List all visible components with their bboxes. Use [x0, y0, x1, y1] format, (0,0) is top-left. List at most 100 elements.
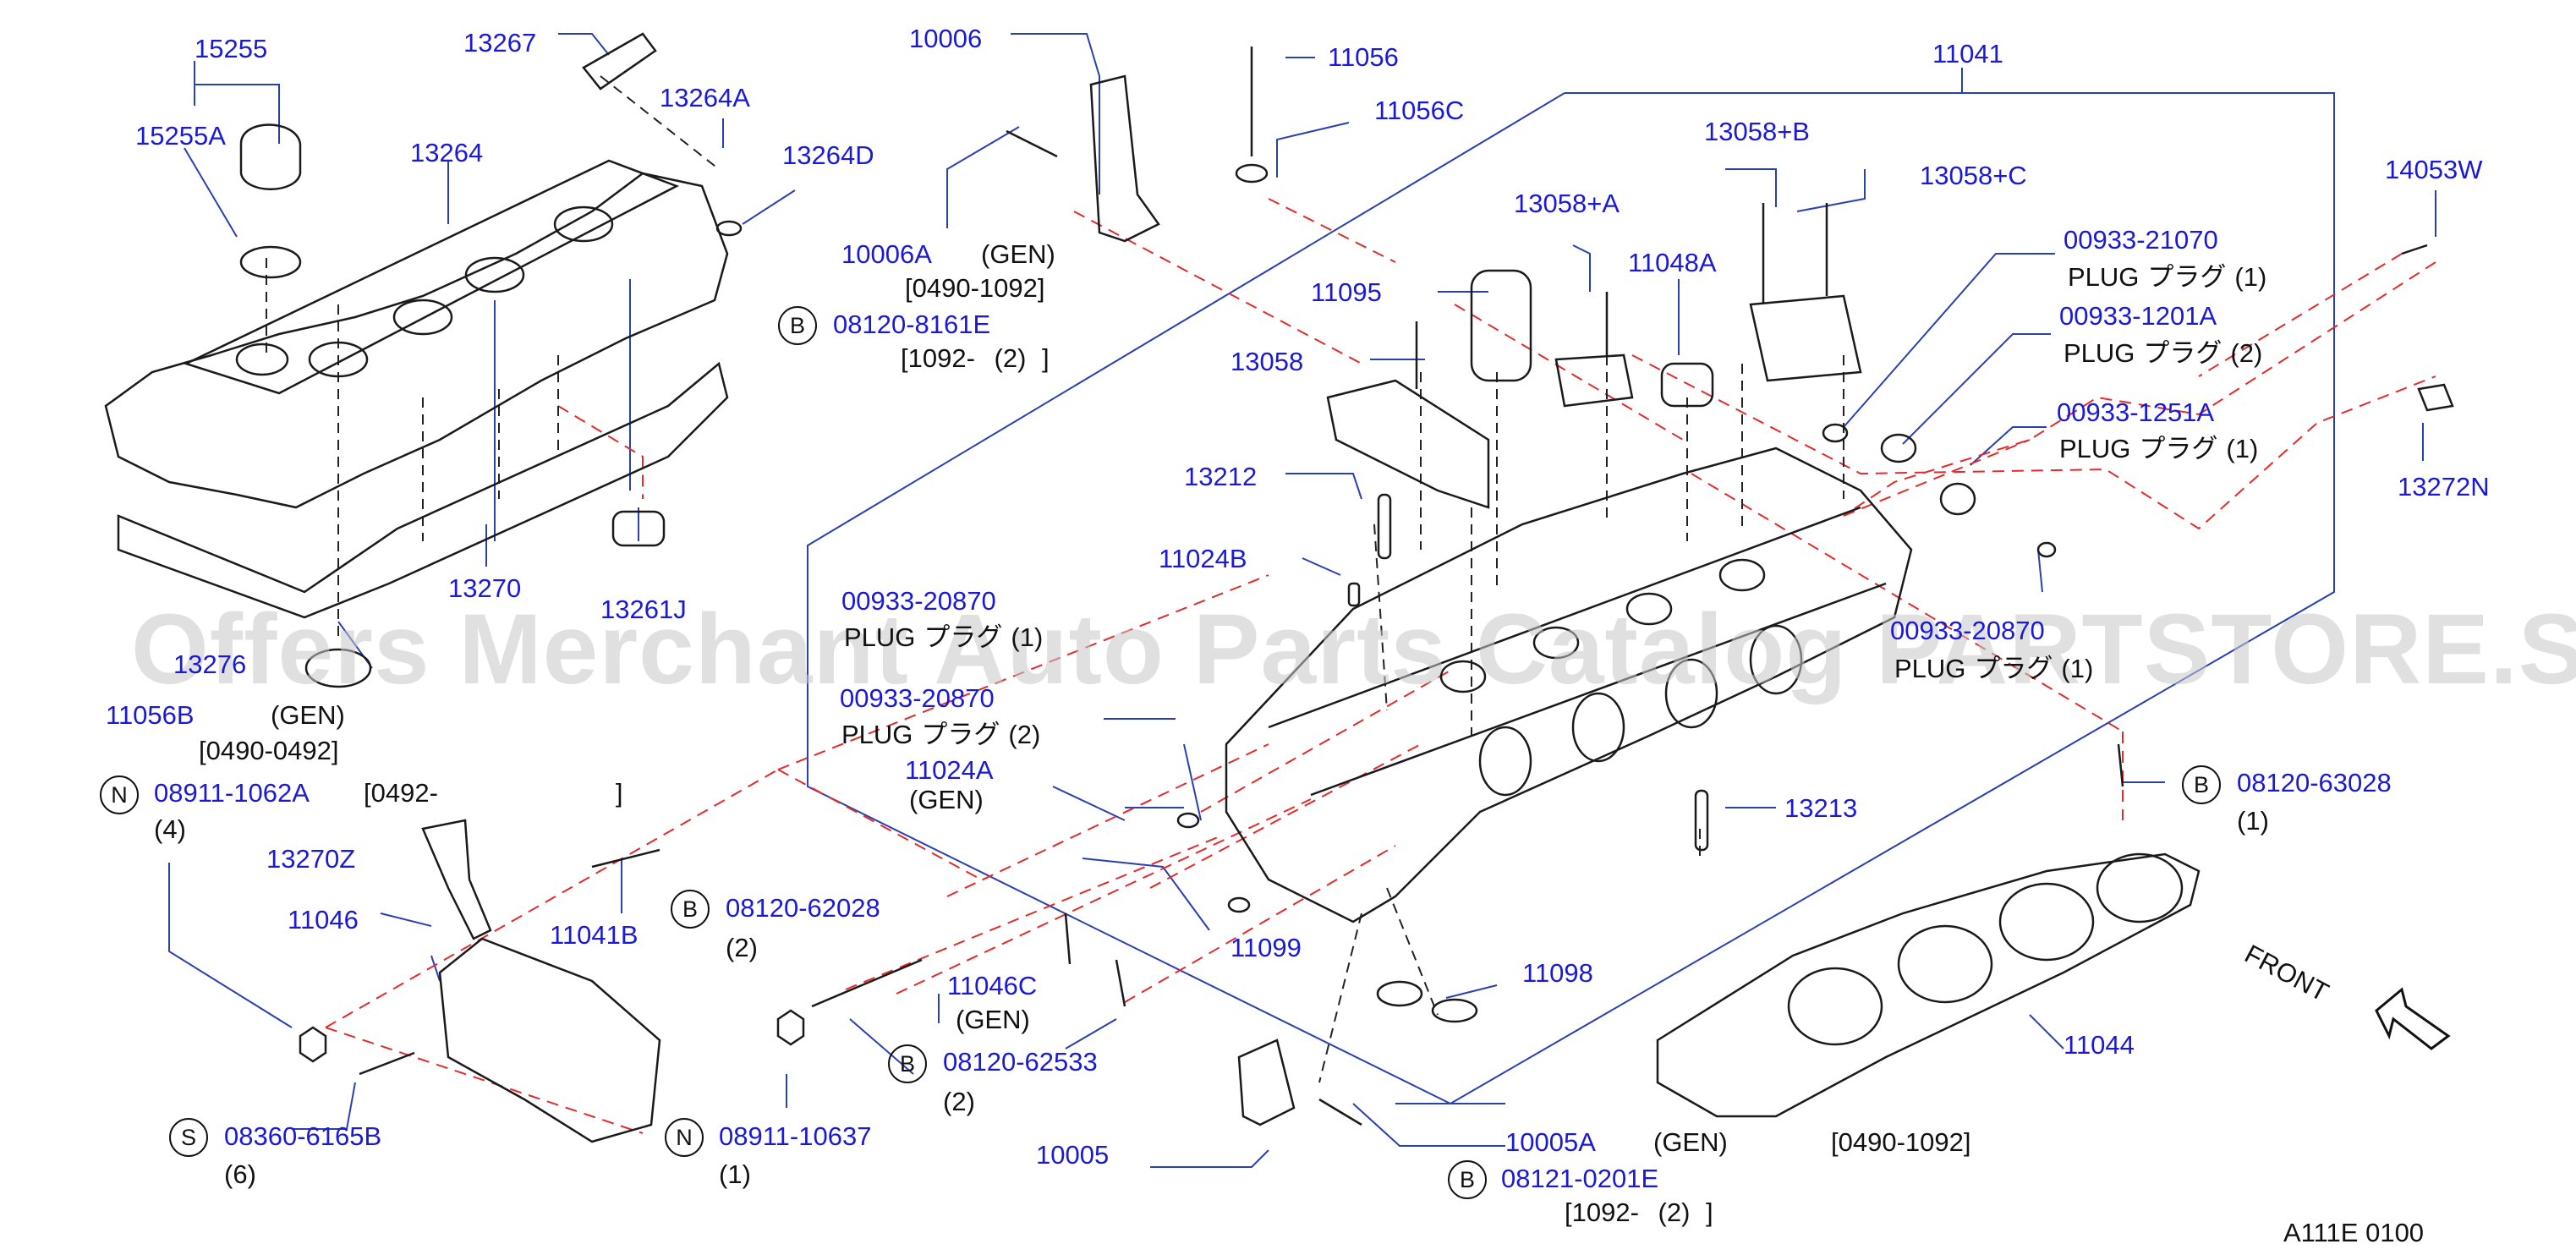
part-label-00933-21070[interactable]: 00933-21070 [2064, 225, 2218, 255]
front-arrow-icon [2375, 987, 2451, 1050]
part-label-11099[interactable]: 11099 [1230, 933, 1302, 962]
part-label-13270Z[interactable]: 13270Z [266, 844, 356, 874]
red-dashed-lines [325, 198, 2436, 1134]
bracket-10006 [1089, 74, 1160, 243]
part-label-11046[interactable]: 11046 [288, 905, 359, 934]
range-10005A: [0490-1092] [1831, 1127, 1971, 1157]
part-label-13264[interactable]: 13264 [410, 138, 484, 167]
part-label-11048A[interactable]: 11048A [1628, 248, 1717, 277]
part-label-13213[interactable]: 13213 [1784, 793, 1858, 823]
part-label-11056B[interactable]: 11056B [106, 700, 195, 730]
part-label-13270[interactable]: 13270 [448, 573, 522, 603]
part-label-13264A[interactable]: 13264A [660, 83, 750, 112]
head-gasket-11044 [1656, 852, 2201, 1118]
qty-08120-62533: (2) [943, 1087, 975, 1116]
part-label-13212[interactable]: 13212 [1184, 462, 1258, 491]
grommet-13261J [611, 510, 666, 547]
part-label-08120-8161E[interactable]: 08120-8161E [833, 310, 991, 339]
rocker-cover-gasket [117, 361, 729, 619]
part-label-13276[interactable]: 13276 [173, 649, 247, 679]
leader-lines [168, 33, 2436, 1168]
part-label-15255A[interactable]: 15255A [135, 121, 226, 151]
part-label-11056[interactable]: 11056 [1328, 42, 1399, 72]
part-label-13267[interactable]: 13267 [463, 28, 537, 58]
part-label-15255[interactable]: 15255 [195, 34, 268, 63]
circle-n-icon: N [665, 1118, 704, 1157]
part-label-08911-1062A[interactable]: 08911-1062A [154, 778, 310, 808]
part-label-14053W[interactable]: 14053W [2385, 155, 2483, 184]
bolt-08120-62533 [1115, 959, 1126, 1007]
watermark: Offers Merchant Auto Parts Catalog PARTS… [131, 594, 2576, 705]
part-label-13272N[interactable]: 13272N [2398, 472, 2490, 501]
part-label-11098[interactable]: 11098 [1522, 958, 1593, 988]
part-label-08120-62028[interactable]: 08120-62028 [726, 893, 880, 923]
part-label-11044[interactable]: 11044 [2064, 1030, 2135, 1060]
part-label-08360-6165B[interactable]: 08360-6165B [224, 1121, 382, 1151]
part-label-11056C[interactable]: 11056C [1374, 96, 1465, 125]
diagram-code: A111E 0100 [2283, 1218, 2425, 1247]
part-label-11095[interactable]: 11095 [1311, 277, 1382, 307]
part-label-08121-0201E[interactable]: 08121-0201E [1501, 1164, 1659, 1193]
part-label-11024A[interactable]: 11024A [905, 755, 994, 785]
range-08911-1062A: [0492-] [364, 778, 623, 808]
circle-b-icon: B [888, 1044, 927, 1083]
pcv-tube [582, 32, 657, 90]
range-08121-0201E: [1092- (2) ] [1565, 1197, 1713, 1227]
part-label-13264D[interactable]: 13264D [782, 140, 874, 170]
cam-bracket-13058BC [1749, 294, 1862, 382]
part-label-10006A[interactable]: 10006A [841, 239, 932, 269]
part-label-08120-62533[interactable]: 08120-62533 [943, 1047, 1098, 1077]
qty-08120-62028: (2) [726, 933, 758, 962]
part-label-13058[interactable]: 13058 [1230, 347, 1304, 376]
note-11046C: (GEN) [956, 1005, 1030, 1034]
bolt-08360 [359, 1051, 415, 1076]
part-label-00933-20870-a[interactable]: 00933-20870 [841, 586, 996, 616]
lash-adjuster-11095 [1470, 269, 1532, 382]
circle-n-icon: N [100, 775, 139, 814]
circle-b-icon: B [2182, 765, 2221, 804]
note-11056B: (GEN) [271, 700, 345, 730]
cam-bracket-13058A [1554, 353, 1634, 408]
qty-08120-63028: (1) [2237, 806, 2269, 836]
bracket-10005 [1237, 1039, 1296, 1126]
bolt-08120-62028 [1064, 912, 1072, 965]
part-label-13058-a[interactable]: 13058+A [1514, 189, 1620, 218]
circle-b-icon: B [1448, 1160, 1487, 1199]
part-label-13261J[interactable]: 13261J [600, 595, 687, 624]
circle-b-icon: B [778, 306, 817, 345]
seal-11048A [1660, 362, 1714, 408]
part-label-13058-c[interactable]: 13058+C [1920, 161, 2027, 190]
qty-08911-10637: (1) [719, 1159, 751, 1189]
circle-s-icon: S [169, 1118, 208, 1157]
part-label-11046C[interactable]: 11046C [947, 971, 1038, 1000]
note-10006A: (GEN) [981, 239, 1055, 269]
range-11056B: [0490-0492] [199, 736, 339, 765]
hose-13270Z [421, 819, 492, 940]
rocker-cover [104, 172, 729, 509]
part-label-00933-20870-b[interactable]: 00933-20870 [840, 683, 995, 713]
part-label-00933-1201A[interactable]: 00933-1201A [2059, 301, 2217, 331]
part-label-00933-20870-c[interactable]: 00933-20870 [1890, 616, 2045, 645]
part-label-08120-63028[interactable]: 08120-63028 [2237, 768, 2392, 797]
bolt-08120-63028 [2117, 743, 2124, 787]
part-label-13058-b[interactable]: 13058+B [1704, 117, 1810, 146]
note-10005A: (GEN) [1653, 1127, 1728, 1157]
note-11024A: (GEN) [909, 785, 984, 814]
part-label-10006[interactable]: 10006 [909, 24, 983, 53]
black-dashed-lines [266, 75, 1844, 1083]
part-label-11041[interactable]: 11041 [1932, 39, 2003, 69]
qty-08360-6165B: (6) [224, 1159, 256, 1189]
part-label-08911-10637[interactable]: 08911-10637 [719, 1121, 872, 1151]
part-label-11041B[interactable]: 11041B [550, 920, 639, 950]
water-outlet-11046 [438, 937, 661, 1143]
part-label-00933-1251A[interactable]: 00933-1251A [2057, 397, 2215, 427]
part-label-10005[interactable]: 10005 [1036, 1140, 1110, 1170]
part-label-10005A[interactable]: 10005A [1505, 1127, 1596, 1157]
part-label-11024B[interactable]: 11024B [1159, 544, 1247, 573]
part-outlines [104, 32, 2454, 1143]
